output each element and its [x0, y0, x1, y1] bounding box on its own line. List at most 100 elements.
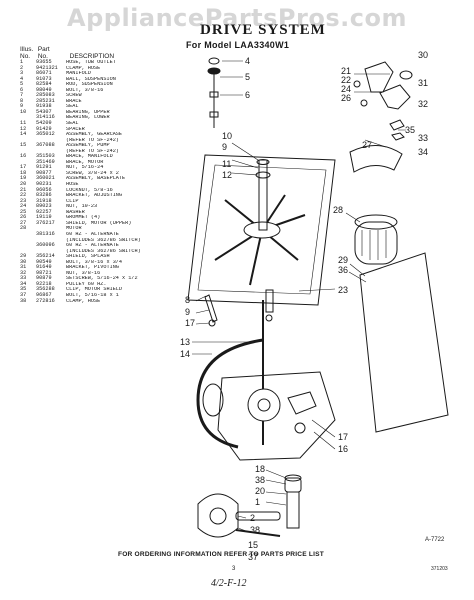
cell-description: MOTOR: [66, 226, 82, 232]
cell-illus-no: 27: [20, 219, 27, 226]
gearcase-body: [217, 371, 336, 461]
cell-description: CLIP, MOTOR SHIELD: [66, 287, 123, 293]
cell-part-no: 367088: [36, 142, 55, 149]
callout-number: 30: [418, 50, 428, 60]
cell-description: MANIFOLD: [66, 71, 91, 77]
gearcase-center: [257, 398, 271, 412]
cell-part-no: 365012: [36, 131, 55, 138]
cell-part-no: 376217: [36, 219, 55, 226]
grommet-part: [360, 99, 368, 107]
adjusting-bracket: [379, 84, 411, 110]
callout-number: 6: [245, 90, 250, 100]
cell-description: BOLT, 5/16-18 x 1: [66, 292, 119, 298]
callout-number: 13: [180, 337, 190, 347]
table-row: (REFER TO SF-242): [20, 138, 188, 144]
cell-part-no: 9421321: [36, 64, 58, 71]
gearcase-hub: [247, 388, 281, 422]
cell-description: BEARING, LOWER: [66, 115, 110, 121]
rod-brackets: [209, 91, 219, 118]
cell-part-no: 96056: [36, 186, 52, 193]
callout-number: 31: [418, 78, 428, 88]
cell-description: BALL, SUSPENSION: [66, 76, 116, 82]
callout-number: 9: [185, 307, 190, 317]
leaders-top: [220, 60, 243, 96]
cell-part-no: 360021: [36, 175, 55, 182]
figure-ref-code: A-7722: [425, 537, 445, 543]
cell-part-no: 90877: [36, 169, 52, 176]
cell-illus-no: 7: [20, 92, 24, 99]
callout-number: 15: [248, 540, 258, 550]
pump-outlet: [235, 511, 281, 521]
cell-illus-no: 9: [20, 103, 24, 110]
cell-description: NUT, 3/8-16: [66, 270, 101, 276]
cell-part-no: 96867: [36, 291, 52, 298]
pump-hub: [209, 507, 227, 525]
gearcase-arm: [287, 391, 317, 415]
cell-description: 60 HZ - ALTERNATE: [66, 243, 119, 249]
cell-illus-no: 10: [20, 108, 27, 115]
cell-part-no: 285231: [36, 97, 55, 104]
cell-part-no: 93655: [36, 59, 52, 65]
motor-body: [354, 221, 398, 265]
cell-description: BOLT, 3/8-16: [66, 87, 104, 93]
cell-description: (INCLUDES 362786 SWITCH): [66, 248, 141, 254]
bolt-head: [399, 70, 413, 80]
cell-part-no: 91429: [36, 125, 52, 132]
cell-description: NUT, 10-23: [66, 204, 98, 210]
cell-part-no: 91649: [36, 264, 52, 271]
cell-part-no: 82584: [36, 81, 52, 88]
cell-part-no: 98721: [36, 269, 52, 276]
header-illus-no: No.: [20, 53, 31, 60]
callout-number: 16: [338, 444, 348, 454]
suspension-disc: [207, 67, 221, 75]
cell-part-no: 86071: [36, 70, 52, 77]
baseplate-outline: [187, 154, 336, 306]
callout-number: 5: [245, 72, 250, 82]
cell-description: ASSEMBLY, GEARCASE: [66, 132, 123, 138]
cell-part-no: 98049: [36, 86, 52, 93]
cell-illus-no: 12: [20, 125, 27, 132]
cell-illus-no: 16: [20, 153, 27, 160]
ordering-note: FOR ORDERING INFORMATION REFER TO PARTS …: [118, 551, 324, 558]
cell-description: LOCKNUT, 5/8-16: [66, 187, 113, 193]
leaders-right: [354, 73, 406, 148]
cell-part-no: 54307: [36, 108, 52, 115]
cell-part-no: 31918: [36, 197, 52, 204]
cell-description: BOLT, 3/8-16 x 3/4: [66, 259, 123, 265]
cell-illus-no: 19: [20, 175, 27, 182]
watermark: AppliancePartsPros.com: [67, 4, 407, 32]
nut-part: [353, 80, 361, 88]
header-part-label: Part: [37, 46, 50, 53]
splash-shield: [359, 252, 449, 433]
doc-number: 371203: [431, 566, 448, 572]
callout-number: 9: [222, 142, 227, 152]
cell-description: BRACE, MANIFOLD: [66, 154, 113, 160]
leaders-belt: [192, 341, 255, 355]
cell-part-no: 92218: [36, 280, 52, 287]
callout-number: 11: [222, 159, 231, 169]
callout-number: 26: [341, 93, 351, 103]
cell-illus-no: 18: [20, 169, 27, 176]
header-illus-label: Illus.: [20, 46, 34, 53]
drive-belt: [196, 338, 264, 449]
leaders-left: [195, 295, 211, 325]
